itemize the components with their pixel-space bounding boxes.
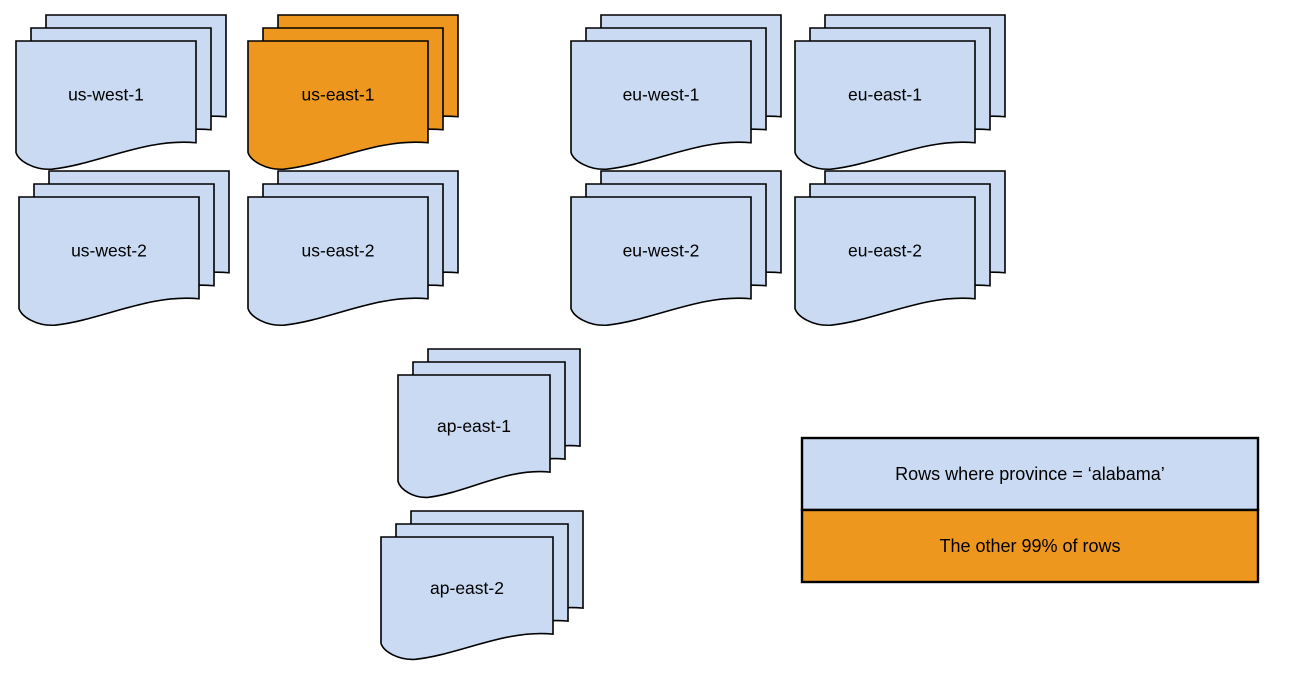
region-stack-label: ap-east-1 xyxy=(437,416,511,436)
region-stack-ap-east-1[interactable]: ap-east-1 xyxy=(397,348,581,499)
region-stack-label: eu-west-1 xyxy=(623,85,700,105)
stack-sheet-front xyxy=(380,536,554,661)
stack-sheet-front xyxy=(247,196,429,326)
region-stack-us-east-1[interactable]: us-east-1 xyxy=(247,14,459,170)
region-stack-eu-east-2[interactable]: eu-east-2 xyxy=(794,170,1006,326)
legend-swatch xyxy=(800,436,1260,512)
stack-sheet-front xyxy=(15,40,197,170)
stack-sheet-front xyxy=(247,40,429,170)
region-stack-label: ap-east-2 xyxy=(430,578,504,598)
legend-label: Rows where province = ‘alabama’ xyxy=(895,464,1165,484)
region-stack-us-west-2[interactable]: us-west-2 xyxy=(18,170,230,326)
region-stack-us-east-2[interactable]: us-east-2 xyxy=(247,170,459,326)
legend-row-highlight: The other 99% of rows xyxy=(800,508,1260,584)
region-stacks-group: us-west-1 us-east-1 eu-west-1 eu-east-1 us-w… xyxy=(15,14,1006,661)
region-stack-eu-east-1[interactable]: eu-east-1 xyxy=(794,14,1006,170)
stack-sheet-front xyxy=(794,196,976,326)
region-stack-us-west-1[interactable]: us-west-1 xyxy=(15,14,227,170)
stack-sheet-front xyxy=(18,196,200,326)
region-stack-ap-east-2[interactable]: ap-east-2 xyxy=(380,510,584,661)
region-stack-label: us-west-2 xyxy=(71,241,147,261)
stack-sheet-front xyxy=(570,196,752,326)
region-stack-label: us-east-1 xyxy=(302,85,375,105)
region-stack-eu-west-1[interactable]: eu-west-1 xyxy=(570,14,782,170)
region-stack-label: eu-east-2 xyxy=(848,241,922,261)
stack-sheet-front xyxy=(570,40,752,170)
stack-sheet-front xyxy=(794,40,976,170)
stack-sheet-front xyxy=(397,374,551,499)
legend-label: The other 99% of rows xyxy=(939,536,1120,556)
legend-swatch xyxy=(800,508,1260,584)
region-stack-label: eu-east-1 xyxy=(848,85,922,105)
region-stack-label: eu-west-2 xyxy=(623,241,700,261)
legend-group: Rows where province = ‘alabama’ The other… xyxy=(800,436,1260,584)
region-stack-label: us-west-1 xyxy=(68,85,144,105)
region-stack-eu-west-2[interactable]: eu-west-2 xyxy=(570,170,782,326)
legend-row-normal: Rows where province = ‘alabama’ xyxy=(800,436,1260,512)
region-stack-label: us-east-2 xyxy=(302,241,375,261)
